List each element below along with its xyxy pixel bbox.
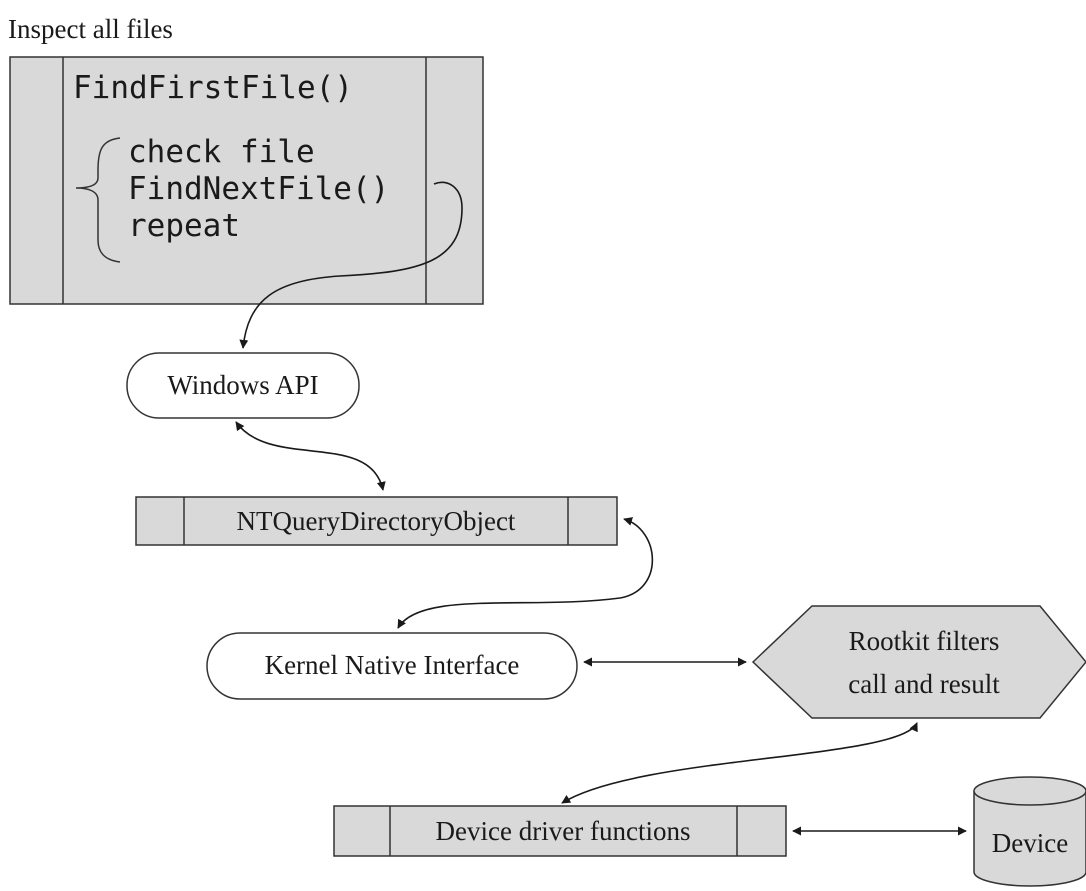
loop-brace — [75, 137, 121, 263]
code-line-check: check file — [128, 134, 315, 170]
kernel-native-node: Kernel Native Interface — [206, 632, 578, 700]
rootkit-label-line1: Rootkit filters — [849, 626, 1000, 656]
device-driver-node: Device driver functions — [333, 805, 787, 857]
arrow-rootkit-driver — [561, 722, 918, 804]
code-line-findnext: FindNextFile() — [128, 171, 389, 207]
device-node: Device — [973, 776, 1086, 887]
device-driver-label: Device driver functions — [436, 816, 691, 846]
kernel-native-label: Kernel Native Interface — [265, 650, 520, 680]
ntquery-label: NTQueryDirectoryObject — [237, 506, 516, 536]
ntquery-node: NTQueryDirectoryObject — [135, 496, 618, 546]
code-line-first: FindFirstFile() — [73, 70, 353, 106]
arrow-winapi-ntquery — [235, 421, 386, 491]
diagram-title: Inspect all files — [8, 14, 173, 44]
arrow-findnext-to-winapi — [239, 181, 463, 349]
windows-api-label: Windows API — [167, 370, 318, 400]
rootkit-label-line2: call and result — [848, 669, 1000, 699]
device-label: Device — [992, 828, 1068, 858]
code-line-repeat: repeat — [128, 208, 240, 244]
rootkit-node: Rootkit filters call and result — [751, 605, 1086, 719]
arrow-ntquery-kernel — [397, 517, 654, 629]
code-box: FindFirstFile() check file FindNextFile(… — [9, 56, 484, 305]
windows-api-node: Windows API — [126, 352, 360, 419]
